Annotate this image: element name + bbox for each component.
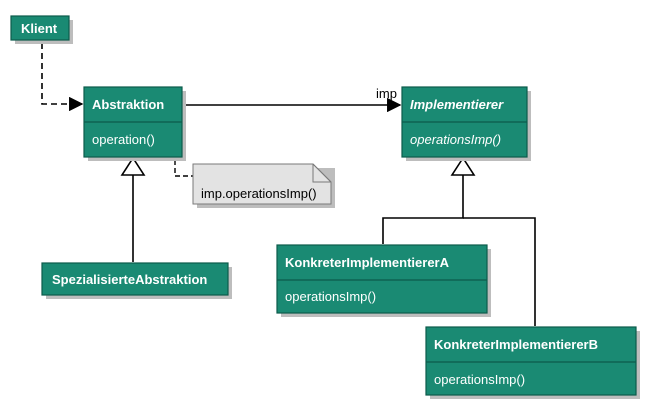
class-concrete-b-operation: operationsImp() [434, 372, 525, 387]
class-implementor-name: Implementierer [410, 97, 504, 112]
concrete-b-generalization-line [463, 217, 536, 326]
class-client[interactable]: Klient [10, 15, 73, 44]
class-concrete-b-name: KonkreterImplementiererB [434, 337, 598, 352]
class-concrete-a[interactable]: KonkreterImplementiererA operationsImp() [276, 244, 491, 317]
class-implementor[interactable]: Implementierer operationsImp() [401, 86, 531, 161]
implementor-generalization-triangle [450, 156, 476, 176]
class-concrete-a-operation: operationsImp() [285, 289, 376, 304]
client-dependency-line [41, 43, 84, 112]
note[interactable]: imp.operationsImp() [192, 163, 335, 208]
class-abstraction-operation: operation() [92, 132, 155, 147]
class-abstraction-name: Abstraktion [92, 97, 164, 112]
class-client-name: Klient [21, 21, 58, 36]
class-concrete-b[interactable]: KonkreterImplementiererB operationsImp() [425, 326, 640, 399]
class-refined-abstraction-name: SpezialisierteAbstraktion [52, 272, 207, 287]
refinement-generalization-triangle [120, 156, 146, 176]
class-refined-abstraction[interactable]: SpezialisierteAbstraktion [41, 262, 232, 299]
class-abstraction[interactable]: Abstraktion operation() [83, 86, 186, 161]
note-text: imp.operationsImp() [201, 186, 317, 201]
class-concrete-a-name: KonkreterImplementiererA [285, 255, 450, 270]
association-label: imp [376, 86, 397, 101]
class-implementor-operation: operationsImp() [410, 132, 501, 147]
concrete-a-generalization-line [382, 175, 464, 244]
